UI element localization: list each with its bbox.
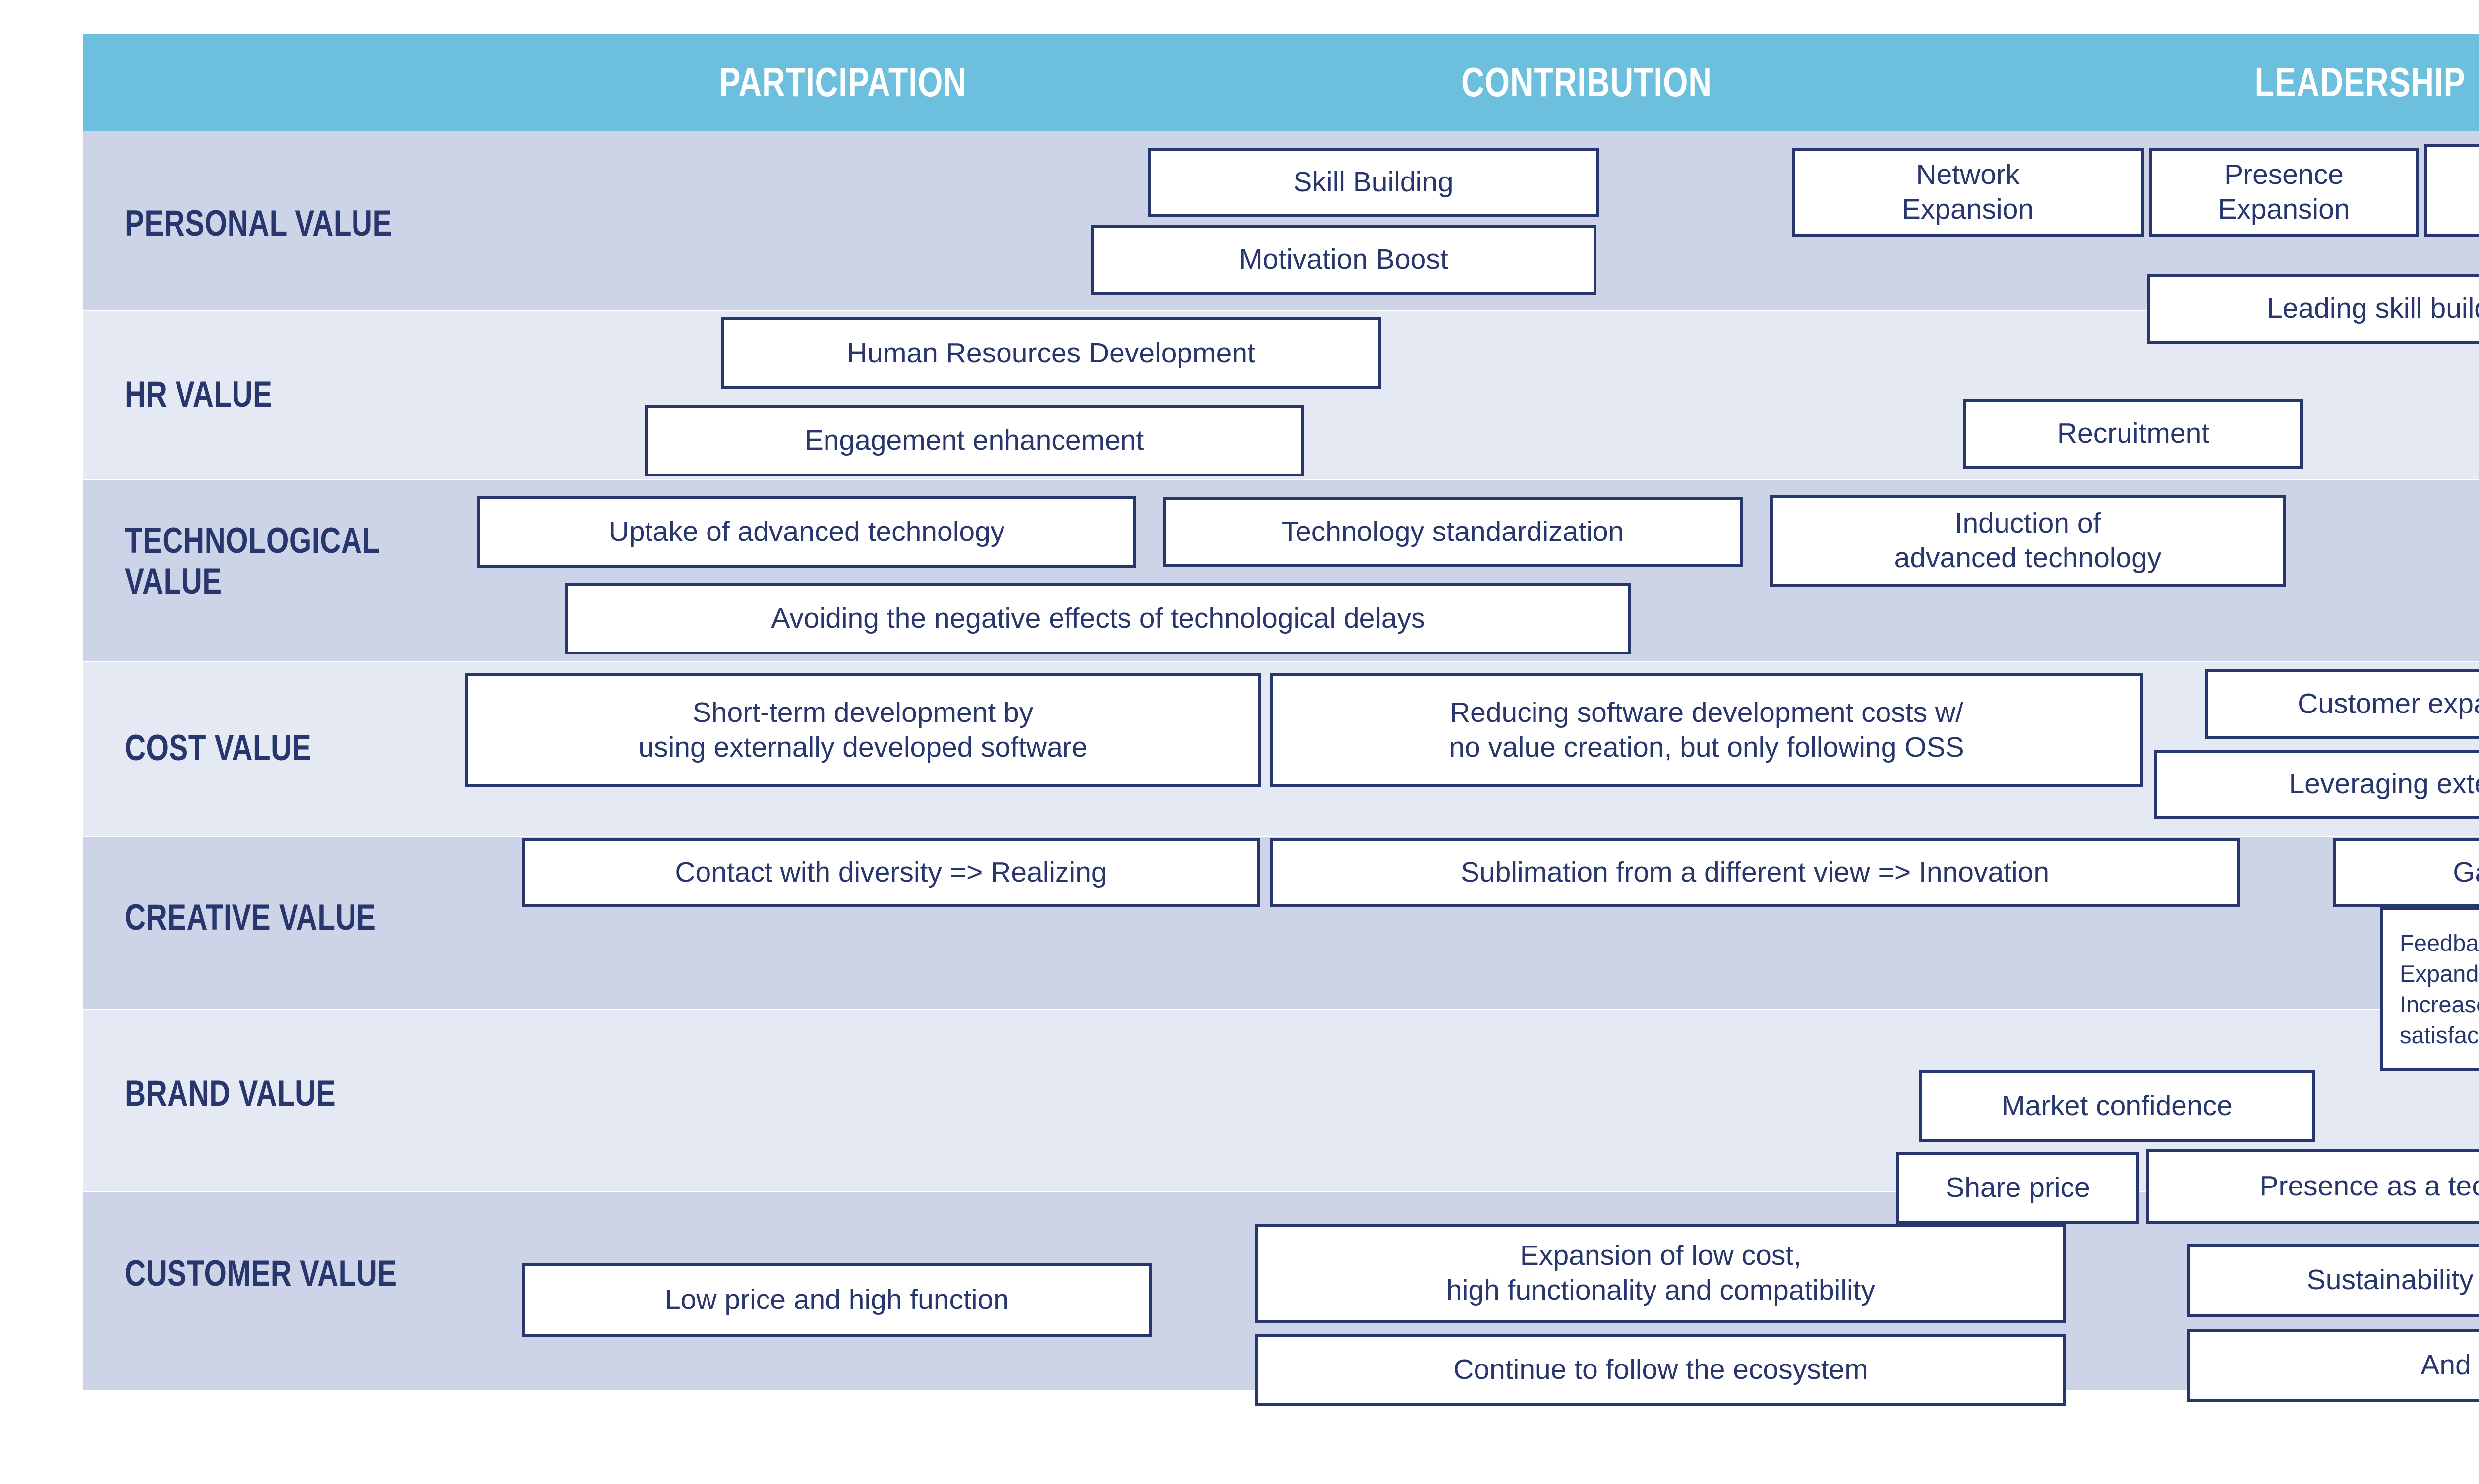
row-label-customer-value: CUSTOMER VALUE [125, 1253, 397, 1294]
cell-gaining-community[interactable]: Gaining Community [2333, 838, 2479, 907]
cell-feedback-block[interactable]: Feedback, Expanded usage, Increase custo… [2380, 907, 2479, 1071]
cell-induction-advanced-technology[interactable]: Induction of advanced technology [1770, 495, 2286, 587]
cell-expansion-low-cost[interactable]: Expansion of low cost, high functionalit… [1255, 1224, 2066, 1323]
cell-skill-building[interactable]: Skill Building [1148, 148, 1599, 217]
cell-contact-with-diversity[interactable]: Contact with diversity => Realizing [522, 838, 1260, 907]
cell-avoiding-negative-effects[interactable]: Avoiding the negative effects of technol… [565, 583, 1631, 654]
cell-recruitment[interactable]: Recruitment [1963, 399, 2303, 469]
row-label-hr-value: HR VALUE [125, 374, 273, 415]
cell-sustainability[interactable]: Sustainability of service/product [2187, 1244, 2479, 1317]
cell-reducing-costs[interactable]: Reducing software development costs w/ n… [1270, 673, 2143, 787]
cell-short-term-development[interactable]: Short-term development by using external… [465, 673, 1261, 787]
cell-engagement-enhancement[interactable]: Engagement enhancement [645, 405, 1304, 476]
row-label-technological-value: TECHNOLOGICAL VALUE [125, 521, 380, 601]
cell-and-more[interactable]: And more??? [2187, 1329, 2479, 1402]
cell-continue-ecosystem[interactable]: Continue to follow the ecosystem [1255, 1334, 2066, 1406]
cell-low-price-high-function[interactable]: Low price and high function [522, 1263, 1152, 1337]
row-label-cost-value: COST VALUE [125, 728, 312, 768]
cell-presence-technology-company[interactable]: Presence as a technology company [2146, 1149, 2479, 1224]
cell-sublimation[interactable]: Sublimation from a different view => Inn… [1270, 838, 2240, 907]
row-label-creative-value: CREATIVE VALUE [125, 897, 376, 938]
cell-network-expansion[interactable]: Network Expansion [1792, 148, 2144, 237]
cell-gathering-info[interactable]: Gathering info/etc automatically [2424, 144, 2479, 237]
cell-leveraging-external-resources[interactable]: Leveraging external resources [2154, 750, 2479, 819]
column-header-band [83, 34, 2479, 131]
cell-technology-standardization[interactable]: Technology standardization [1163, 497, 1743, 567]
cell-market-confidence[interactable]: Market confidence [1919, 1070, 2315, 1142]
cell-share-price[interactable]: Share price [1896, 1152, 2139, 1224]
column-header-leadership: LEADERSHIP [2254, 59, 2466, 105]
row-label-personal-value: PERSONAL VALUE [125, 203, 392, 243]
row-label-brand-value: BRAND VALUE [125, 1073, 336, 1114]
column-header-contribution: CONTRIBUTION [1461, 59, 1712, 105]
cell-uptake-advanced-technology[interactable]: Uptake of advanced technology [477, 496, 1136, 568]
cell-presence-expansion[interactable]: Presence Expansion [2149, 148, 2419, 237]
cell-motivation-boost[interactable]: Motivation Boost [1091, 225, 1596, 295]
cell-leading-skill-building[interactable]: Leading skill building [2147, 274, 2479, 344]
cell-customer-expansion[interactable]: Customer expansion [2205, 669, 2479, 739]
cell-hr-development[interactable]: Human Resources Development [721, 317, 1381, 389]
column-header-participation: PARTICIPATION [719, 59, 967, 105]
